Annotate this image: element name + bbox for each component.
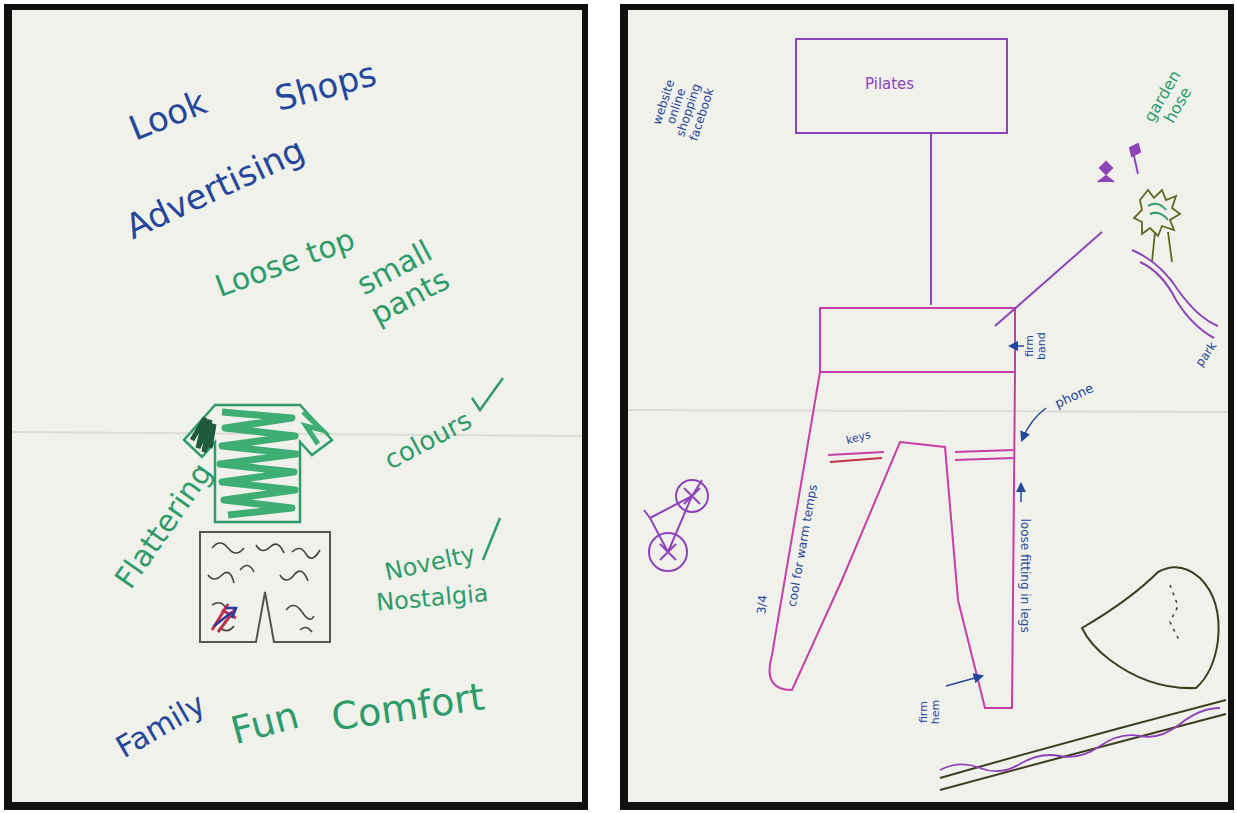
sleeve-scribble <box>192 418 214 452</box>
box-title: Pilates <box>865 75 914 93</box>
t-shirt-fill <box>220 412 296 515</box>
note-label: Flattering <box>108 456 218 593</box>
shorts-mark <box>214 608 236 626</box>
note-label: colours <box>380 405 476 474</box>
pocket-line <box>955 458 1013 460</box>
note-label: 3/4 <box>755 594 770 614</box>
hill-shape <box>1082 567 1219 688</box>
paper-sheet <box>12 10 582 802</box>
pocket-line <box>828 452 884 455</box>
shorts-pattern <box>208 543 320 632</box>
flower <box>1130 144 1140 174</box>
photo-frame <box>4 4 588 810</box>
pocket-line <box>955 450 1013 452</box>
tree-trunk <box>1152 232 1172 262</box>
note-label: cool for warm temps <box>786 483 820 607</box>
shorts-outline <box>200 532 330 642</box>
tree-crown <box>1148 204 1168 220</box>
ground-wave <box>940 708 1220 771</box>
note-label: small pants <box>342 229 461 334</box>
note-label: phone <box>1052 381 1095 411</box>
note-label: firm band <box>1024 328 1048 364</box>
t-shirt-outline <box>184 405 332 522</box>
waistband <box>820 308 1015 372</box>
annotation-arrow <box>1020 484 1022 502</box>
note-label: loose fitting in legs <box>1017 518 1030 632</box>
note-label: Nostalgia <box>375 580 489 616</box>
note-label: Shops <box>270 55 379 118</box>
tree-crown <box>1134 190 1180 236</box>
bicycle-frame <box>644 480 702 560</box>
note-label: Loose top <box>211 222 359 303</box>
park-path <box>1132 250 1218 338</box>
note-label: website online shopping facebook <box>648 69 718 146</box>
check-mark <box>483 518 500 560</box>
stem-line <box>930 134 932 305</box>
shorts-mark <box>212 604 236 632</box>
note-label: Advertising <box>120 131 310 246</box>
activity-box: Pilates <box>795 38 1008 134</box>
sleeve-scribble <box>303 412 322 444</box>
note-label: garden hose <box>1139 64 1201 137</box>
annotation-arrow <box>1022 408 1046 440</box>
hill-ridge <box>1170 585 1180 642</box>
note-label: firm hem <box>918 695 942 729</box>
photo-frame <box>620 4 1234 810</box>
annotation-arrow <box>946 676 982 686</box>
paper-sheet <box>628 10 1228 802</box>
note-label: Fun <box>227 695 303 753</box>
note-label: Comfort <box>329 676 487 739</box>
annotation-arrow <box>1010 345 1024 347</box>
check-mark <box>472 378 503 410</box>
link-line <box>995 232 1102 326</box>
note-label: park <box>1193 339 1219 369</box>
note-label: Look <box>124 83 212 148</box>
keys-mark <box>830 458 882 462</box>
pants-outline <box>770 372 1016 708</box>
note-label: Novelty <box>382 541 477 586</box>
note-label: Family <box>110 687 210 764</box>
note-label: keys <box>844 429 871 447</box>
ground-line <box>940 700 1226 790</box>
paper-fold <box>628 410 1228 412</box>
flower <box>1098 162 1114 182</box>
